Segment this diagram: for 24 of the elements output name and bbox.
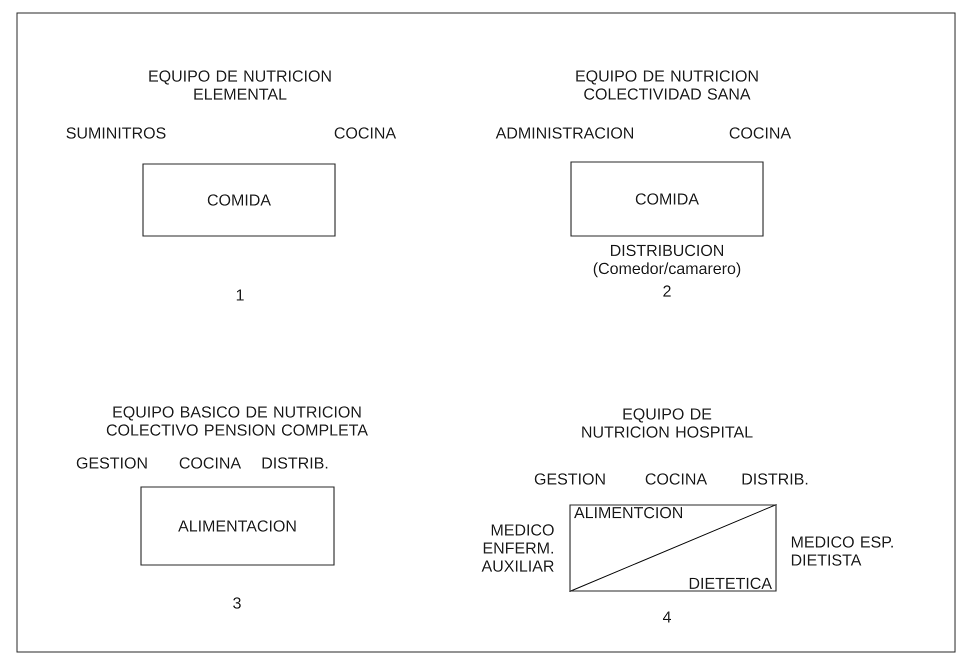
food-box: COMIDA [570,161,764,237]
label: DISTRIB. [262,457,328,469]
label: 1 [236,290,244,300]
label: ADMINISTRACION [496,127,634,139]
label: SUMINITROS [66,127,166,139]
food-box: COMIDA [142,163,336,237]
label: 4 [662,612,671,622]
label: MEDICO ESP. DIETISTA [792,536,893,566]
label: EQUIPO DE NUTRICION COLECTIVIDAD SANA [576,70,758,100]
label: COCINA [646,473,708,485]
label: COCINA [180,457,242,469]
label: EQUIPO DE NUTRICION HOSPITAL [582,408,753,438]
label: COCINA [730,127,792,139]
label: 3 [233,597,241,609]
label: COCINA [334,127,396,139]
label: GESTION [76,457,147,469]
label: EQUIPO DE NUTRICION ELEMENTAL [149,70,331,100]
split-box: ALIMENTCION DIETETICA [569,504,777,592]
label: DISTRIB. [742,473,808,485]
label: MEDICO ENFERM. AUXILIAR [482,524,554,572]
label: GESTION [534,473,605,485]
food-box: ALIMENTACION [140,486,335,566]
label: 2 [663,285,671,297]
label: EQUIPO BASICO DE NUTRICION COLECTIVO PENSION COMPLETA [106,406,368,436]
